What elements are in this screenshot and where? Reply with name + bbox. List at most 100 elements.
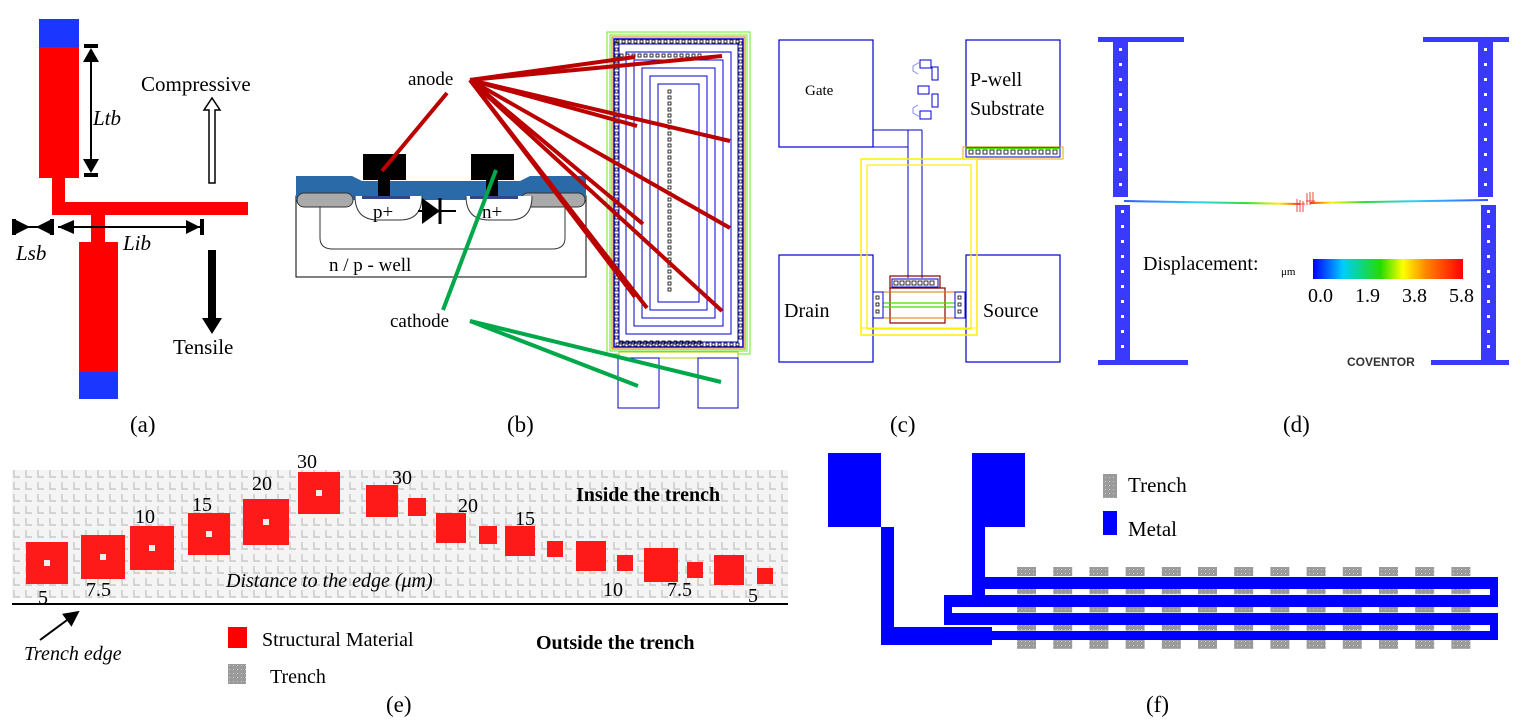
structural-square	[505, 526, 535, 556]
layout-contact	[614, 287, 619, 292]
trench-pad	[1415, 639, 1435, 649]
trench-pad	[1053, 585, 1073, 595]
layout-contact	[699, 342, 704, 347]
trench-pad	[1306, 603, 1326, 613]
layout-contact	[621, 342, 626, 347]
trench-pad	[1379, 603, 1398, 613]
anode-contact-via	[378, 180, 390, 196]
layout-contact	[717, 342, 722, 347]
layout-contact	[667, 209, 672, 214]
anchor-etch-hole	[1119, 183, 1122, 186]
anode-wires	[380, 54, 731, 313]
layout-contact	[723, 39, 728, 44]
legend-trench-label: Trench	[270, 666, 326, 688]
panel-d-caption: (d)	[1283, 412, 1310, 437]
legend-trench-swatch	[228, 664, 246, 684]
structural-square-small	[757, 568, 773, 584]
layout-contact	[667, 113, 672, 118]
anchor-etch-hole	[1487, 345, 1490, 348]
layout-contact	[738, 287, 743, 292]
layout-contact	[738, 335, 743, 340]
layout-contact	[661, 53, 666, 58]
trench-pads	[1017, 567, 1471, 649]
anchor-etch-hole	[1484, 48, 1487, 51]
layout-contact	[738, 293, 743, 298]
distance-label: 7.5	[667, 579, 692, 601]
trench-pad	[1017, 603, 1036, 613]
gate-pad	[778, 39, 874, 148]
layout-contact	[738, 161, 743, 166]
lsb-label: Lsb	[15, 241, 46, 265]
square-hole	[263, 519, 269, 525]
layout-contact	[738, 275, 743, 280]
lib-label: Lib	[122, 231, 151, 255]
layout-contact	[705, 342, 710, 347]
distance-label: 7.5	[86, 579, 111, 601]
structural-square-small	[479, 526, 497, 544]
layout-contact	[738, 179, 743, 184]
trench-pad	[1451, 621, 1471, 631]
layout-contact	[614, 71, 619, 76]
layout-contact	[738, 281, 743, 286]
anchor-etch-hole	[1119, 153, 1122, 156]
layout-contact	[614, 149, 619, 154]
trench-pad	[1161, 585, 1181, 595]
layout-contact	[627, 39, 632, 44]
layout-contact	[614, 83, 619, 88]
layout-contact	[738, 209, 743, 214]
n-contact-silicide	[470, 196, 518, 199]
layout-contact	[738, 137, 743, 142]
indicator-beam	[52, 202, 248, 215]
layout-logo-3	[912, 59, 939, 120]
layout-contact	[669, 39, 674, 44]
layout-contact	[667, 89, 672, 94]
anchor-etch-hole	[1121, 240, 1124, 243]
distance-axis-label: Distance to the edge (μm)	[225, 570, 433, 592]
layout-contact	[738, 41, 743, 46]
beam-right	[1309, 199, 1489, 204]
trench-pad	[1161, 639, 1181, 649]
layout-contact	[738, 83, 743, 88]
n-plus-label: n+	[482, 202, 502, 223]
layout-contact	[738, 269, 743, 274]
layout-contact	[738, 257, 743, 262]
square-hole	[149, 545, 155, 551]
layout-contact	[667, 131, 672, 136]
distance-label: 5	[748, 585, 758, 607]
legend-trench-swatch	[1103, 474, 1117, 498]
layout-contact	[667, 143, 672, 148]
cathode-label: cathode	[390, 311, 449, 332]
layout-contact	[614, 329, 619, 334]
trench-pad	[1234, 585, 1254, 595]
trench-pad	[1379, 585, 1398, 595]
trench-pad	[1089, 621, 1109, 631]
layout-contact	[614, 77, 619, 82]
layout-contact	[738, 263, 743, 268]
p-plus-label: p+	[373, 202, 393, 223]
layout-contact	[614, 143, 619, 148]
pwell-label-line1: P-well	[970, 69, 1023, 91]
trench-pad	[1415, 621, 1435, 631]
trench-pad	[1089, 585, 1109, 595]
anchor-right	[1423, 37, 1509, 365]
distance-label: 30	[297, 451, 317, 473]
layout-rings	[618, 43, 739, 343]
layout-contact	[614, 335, 619, 340]
anchor-etch-hole	[1121, 270, 1124, 273]
trench-pad	[1198, 621, 1217, 631]
anchor-left	[1098, 37, 1188, 365]
layout-contact	[615, 342, 620, 347]
bottom-anchor	[79, 372, 118, 399]
anode-wire	[469, 78, 731, 230]
layout-ring	[649, 75, 708, 311]
layout-contact	[615, 39, 620, 44]
lib-dimension	[58, 219, 204, 235]
layout-contact	[691, 53, 696, 58]
layout-ring	[618, 43, 739, 343]
inside-trench-label: Inside the trench	[576, 484, 720, 506]
layout-contact	[697, 340, 702, 345]
layout-contact	[738, 239, 743, 244]
